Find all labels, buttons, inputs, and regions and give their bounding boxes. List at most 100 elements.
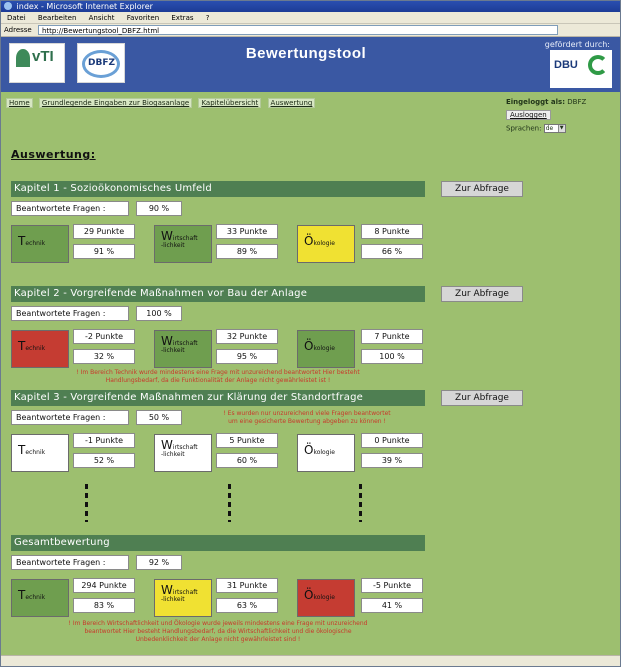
address-label: Adresse [4,26,32,34]
chapter-1-technik-pct: 91 % [73,244,135,259]
dbfz-logo-text: DBFZ [88,58,116,68]
page: vTI DBFZ Bewertungstool gefördert durch:… [1,37,620,666]
technik-label: echnik [25,240,46,247]
total-oekologie-box: Ökologie [297,579,355,617]
menu-extras[interactable]: Extras [171,14,194,22]
total-wirtschaft-pct: 63 % [216,598,278,613]
chapter-1-wirtschaft-punkte: 33 Punkte [216,224,278,239]
menu-ansicht[interactable]: Ansicht [88,14,115,22]
chapter-1-wirtschaft-pct: 89 % [216,244,278,259]
chapter-3-warning: ! Es wurden nur unzureichend viele Frage… [187,410,427,426]
chapter-2-answered-label: Beantwortete Fragen : [11,306,129,321]
section-heading: Auswertung: [11,148,96,161]
menu-bearbeiten[interactable]: Bearbeiten [37,14,77,22]
chevron-down-icon: ▼ [557,125,565,132]
chapter-3-answered-label: Beantwortete Fragen : [11,410,129,425]
address-bar: Adresse http://Bewertungstool_DBFZ.html [1,24,620,37]
total-technik-punkte: 294 Punkte [73,578,135,593]
total-answered-value: 92 % [136,555,182,570]
chapter-2-technik-punkte: -2 Punkte [73,329,135,344]
total-technik-pct: 83 % [73,598,135,613]
chapter-3-warning-line-1: ! Es wurden nur unzureichend viele Frage… [223,410,391,417]
nav-kapiteluebersicht[interactable]: Kapitelübersicht [198,98,262,108]
language-value: de [545,125,554,132]
chapter-3-technik-pct: 52 % [73,453,135,468]
chapter-1-answered-value: 90 % [136,201,182,216]
menu-datei[interactable]: Datei [7,14,26,22]
chapter-2-wirtschaft-pct: 95 % [216,349,278,364]
chapter-2-oekologie-punkte: 7 Punkte [361,329,423,344]
chapter-3-oekologie-punkte: 0 Punkte [361,433,423,448]
nav-grundlegende-eingaben[interactable]: Grundlegende Eingaben zur Biogasanlage [38,98,193,108]
total-wirtschaft-box: Wirtschaft-lichkeit [154,579,212,617]
chapter-2-warning: ! Im Bereich Technik wurde mindestens ei… [11,369,425,385]
chapter-3-wirtschaft-pct: 60 % [216,453,278,468]
chapter-1-oekologie-pct: 66 % [361,244,423,259]
nav-auswertung[interactable]: Auswertung [267,98,316,108]
logged-in-label: Eingeloggt als: [506,98,566,106]
chapter-3-answered-value: 50 % [136,410,182,425]
chapter-2-abfrage-button[interactable]: Zur Abfrage [441,286,523,302]
total-warning-line-1: ! Im Bereich Wirtschaftlichkeit und Ökol… [68,620,368,627]
status-bar [1,655,620,666]
chapter-3-oekologie-box: Ökologie [297,434,355,472]
language-select[interactable]: de ▼ [543,124,566,133]
chapter-3-wirtschaft-punkte: 5 Punkte [216,433,278,448]
total-warning-line-2: beantwortet Hier besteht Handlungsbedarf… [84,628,352,635]
chapter-3-technik-box: Technik [11,434,69,472]
nav-row: Home Grundlegende Eingaben zur Biogasanl… [1,92,620,148]
login-panel: Eingeloggt als: DBFZ Ausloggen Sprachen:… [506,98,586,133]
total-answered-label: Beantwortete Fragen : [11,555,129,570]
total-wirtschaft-punkte: 31 Punkte [216,578,278,593]
logged-in-user: DBFZ [567,98,587,106]
chapter-1-technik-box: Technik [11,225,69,263]
chapter-2-title: Kapitel 2 - Vorgreifende Maßnahmen vor B… [11,286,425,302]
chapter-2-wirtschaft-punkte: 32 Punkte [216,329,278,344]
total-oekologie-punkte: -5 Punkte [361,578,423,593]
chapter-3-wirtschaft-box: Wirtschaft-lichkeit [154,434,212,472]
language-label: Sprachen: [506,124,542,133]
chapter-2-technik-box: Technik [11,330,69,368]
chapter-2-warning-line-1: ! Im Bereich Technik wurde mindestens ei… [76,369,360,376]
vti-emblem-icon [16,49,30,67]
ie-icon [4,2,12,10]
funded-by-label: gefördert durch: [544,40,610,49]
chapter-3-technik-punkte: -1 Punkte [73,433,135,448]
chapter-1-title: Kapitel 1 - Sozioökonomisches Umfeld [11,181,425,197]
chapter-3-warning-line-2: um eine gesicherte Bewertung abgeben zu … [228,418,386,425]
menu-help[interactable]: ? [205,14,210,22]
evaluation-content: Auswertung: Kapitel 1 - Sozioökonomische… [1,148,620,666]
dbfz-ring-icon [82,50,120,78]
chapter-2-oekologie-pct: 100 % [361,349,423,364]
nav-home[interactable]: Home [6,98,33,108]
chapter-2-wirtschaft-box: Wirtschaft-lichkeit [154,330,212,368]
more-chapters-indicator [228,484,231,522]
chapter-2-oekologie-box: Ökologie [297,330,355,368]
menu-favoriten[interactable]: Favoriten [126,14,160,22]
logout-button[interactable]: Ausloggen [506,110,551,120]
chapter-3-oekologie-pct: 39 % [361,453,423,468]
nav-links: Home Grundlegende Eingaben zur Biogasanl… [6,98,319,108]
dbu-circle-icon [588,55,608,75]
chapter-1-abfrage-button[interactable]: Zur Abfrage [441,181,523,197]
chapter-1-wirtschaft-box: Wirtschaft-lichkeit [154,225,212,263]
address-input[interactable]: http://Bewertungstool_DBFZ.html [37,25,558,35]
chapter-2-answered-value: 100 % [136,306,182,321]
more-chapters-indicator [359,484,362,522]
dbu-logo-text: DBU [554,59,578,71]
total-warning: ! Im Bereich Wirtschaftlichkeit und Ökol… [11,620,425,644]
chapter-1-oekologie-punkte: 8 Punkte [361,224,423,239]
dbu-logo: DBU [550,50,612,88]
chapter-2-warning-line-2: Handlungsbedarf, da die Funktionalität d… [105,377,331,384]
menu-bar: Datei Bearbeiten Ansicht Favoriten Extra… [1,12,620,24]
chapter-1-oekologie-box: Ökologie [297,225,355,263]
page-title: Bewertungstool [245,45,367,62]
title-bar: index - Microsoft Internet Explorer [1,1,620,12]
chapter-3-title: Kapitel 3 - Vorgreifende Maßnahmen zur K… [11,390,425,406]
vti-logo-text: vTI [32,48,54,65]
chapter-3-abfrage-button[interactable]: Zur Abfrage [441,390,523,406]
more-chapters-indicator [85,484,88,522]
window-title: index - Microsoft Internet Explorer [16,2,153,11]
chapter-2-technik-pct: 32 % [73,349,135,364]
